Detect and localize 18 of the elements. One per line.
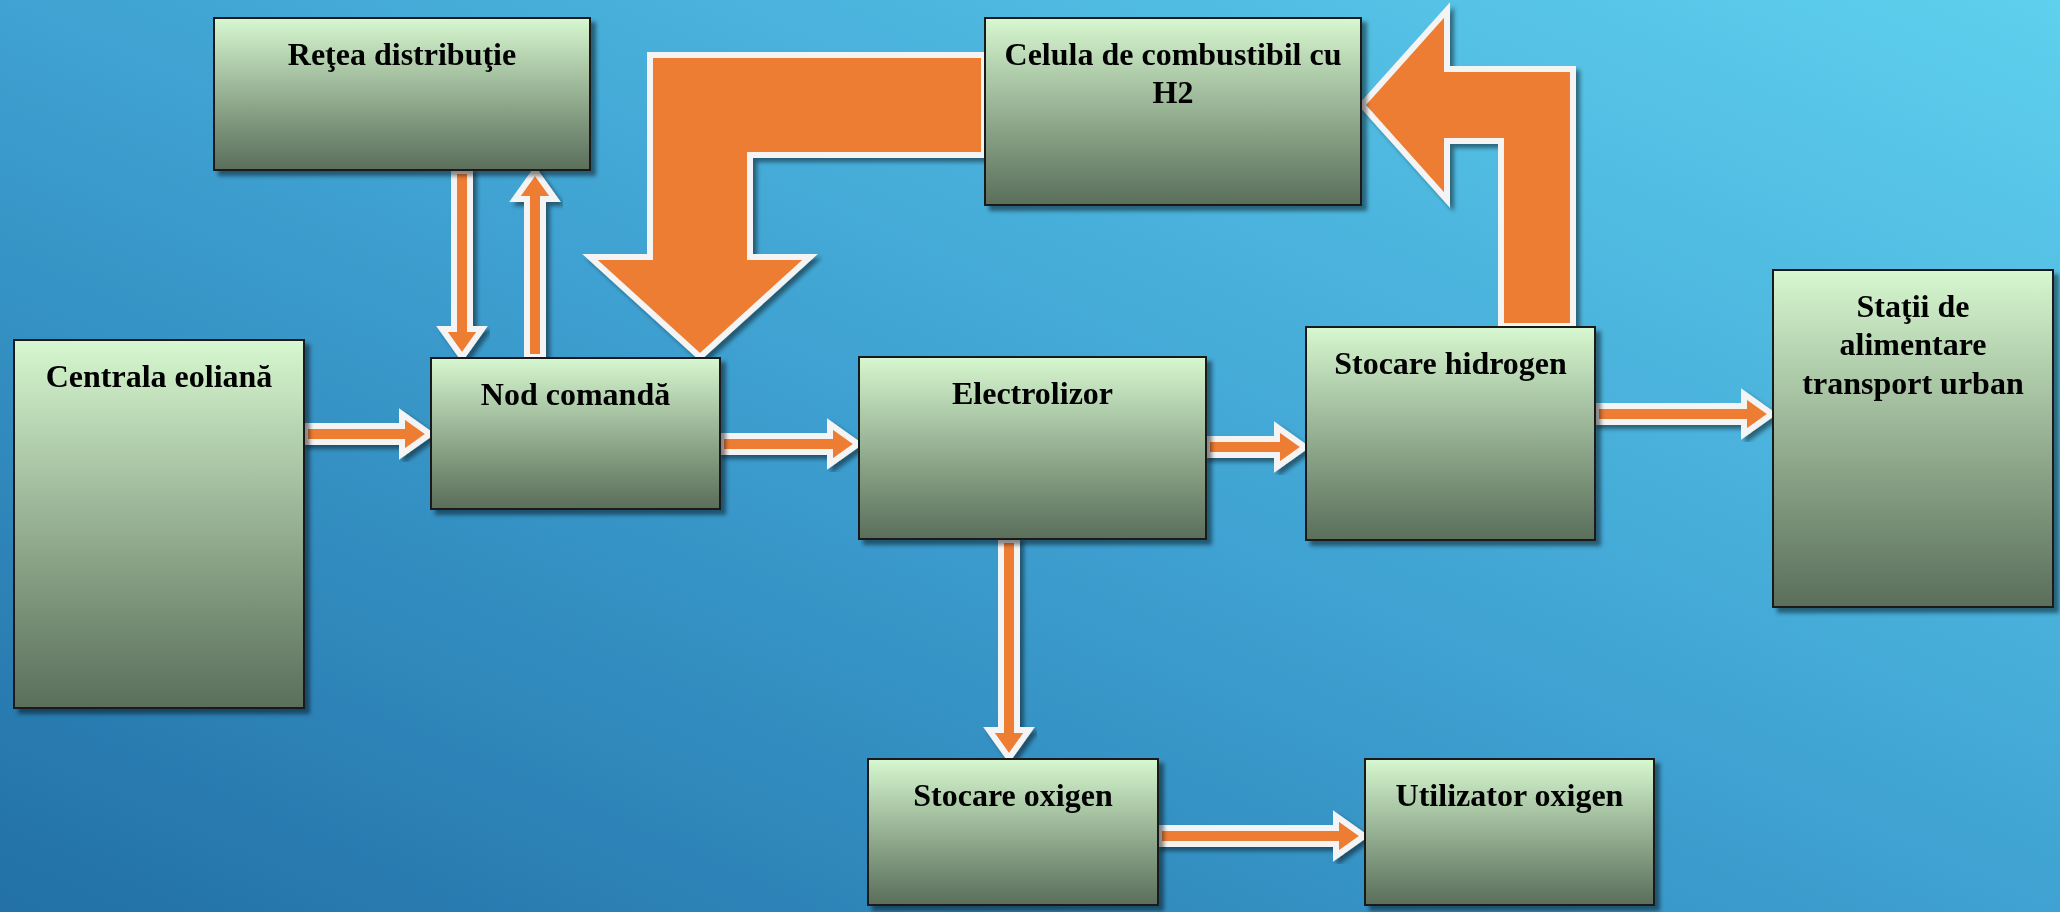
process-box <box>1772 269 2054 608</box>
box-label: Electrolizor <box>951 374 1114 413</box>
process-box <box>867 758 1159 906</box>
box-label: Celula de combustibil cu H2 <box>1003 35 1343 112</box>
process-box <box>213 17 591 171</box>
box-label: Nod comandă <box>480 375 671 414</box>
process-box <box>984 17 1362 206</box>
process-box <box>13 339 305 709</box>
process-box <box>1305 326 1596 541</box>
process-box <box>430 357 721 510</box>
box-label: Staţii de alimentare transport urban <box>1801 287 2025 403</box>
box-label: Stocare hidrogen <box>1334 344 1567 383</box>
box-label: Stocare oxigen <box>913 776 1113 815</box>
process-box <box>858 356 1207 540</box>
process-box <box>1364 758 1655 906</box>
box-label: Centrala eoliană <box>45 357 273 396</box>
box-label: Utilizator oxigen <box>1395 776 1624 815</box>
box-label: Reţea distribuţie <box>287 35 517 74</box>
